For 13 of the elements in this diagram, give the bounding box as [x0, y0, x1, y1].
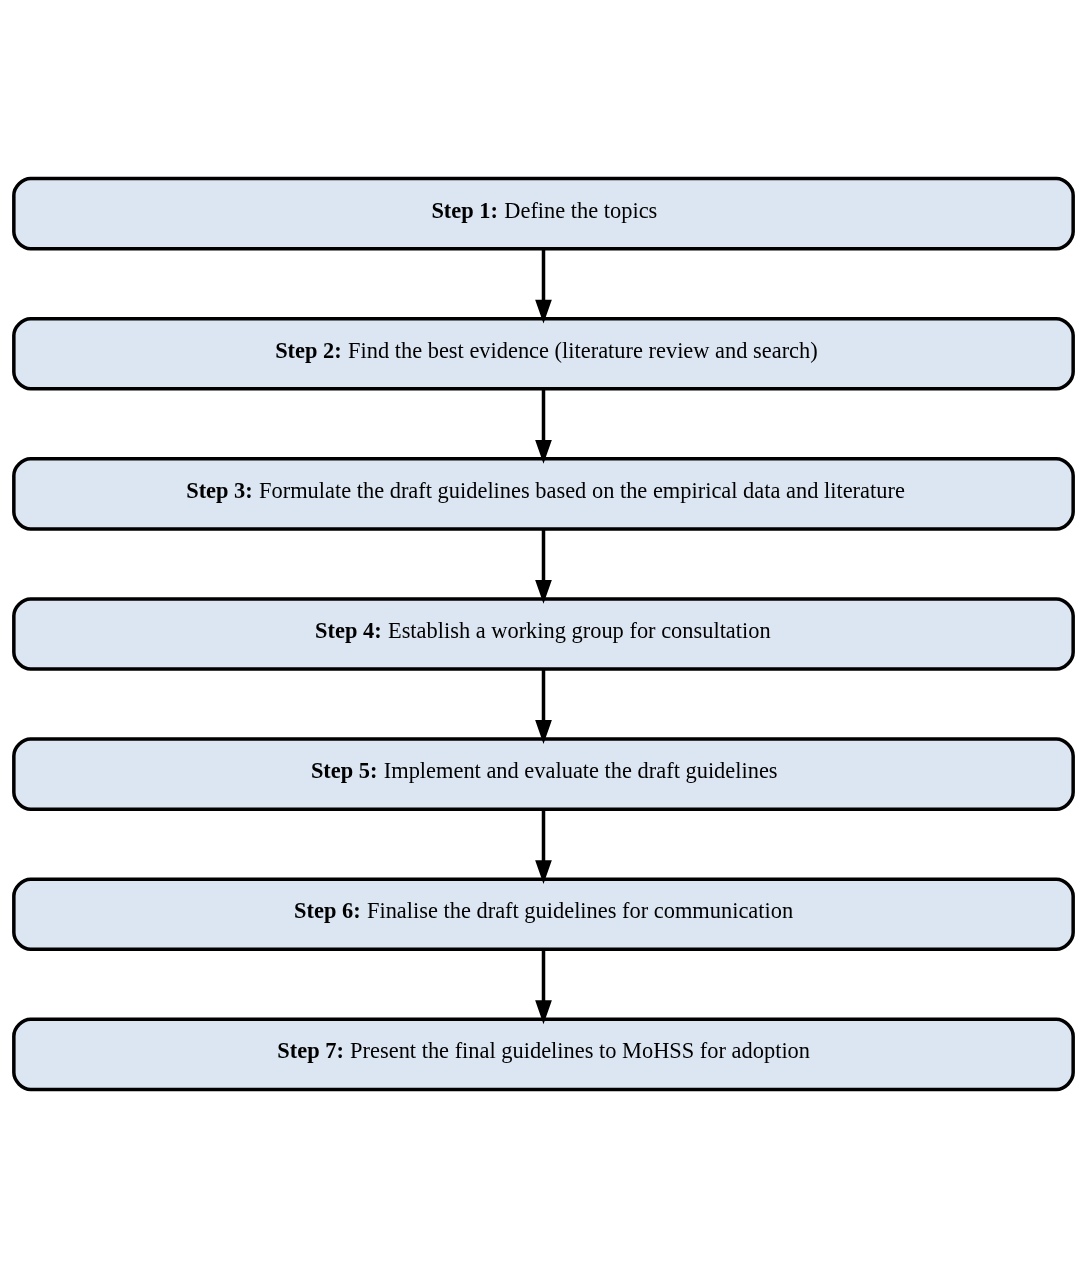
node-box: Step 7: Present the final guidelines to MoHSS for adoption — [12, 1017, 1075, 1092]
node-box: Step 4: Establish a working group for consultation — [12, 597, 1075, 671]
arrow — [535, 529, 552, 604]
node-box: Step 1: Define the topics — [12, 176, 1075, 251]
node-box: Step 2: Find the best evidence (literature review and search) — [12, 317, 1075, 391]
arrow — [535, 809, 552, 885]
node-box: Step 3: Formulate the draft guidelines based on the empirical data and literature — [12, 457, 1075, 531]
node-box: Step 6: Finalise the draft guidelines for communication — [12, 877, 1075, 951]
arrow — [535, 669, 552, 744]
arrow — [535, 389, 552, 464]
node-box: Step 5: Implement and evaluate the draft guidelines — [12, 737, 1075, 811]
arrow — [535, 949, 552, 1025]
arrow — [535, 248, 552, 324]
